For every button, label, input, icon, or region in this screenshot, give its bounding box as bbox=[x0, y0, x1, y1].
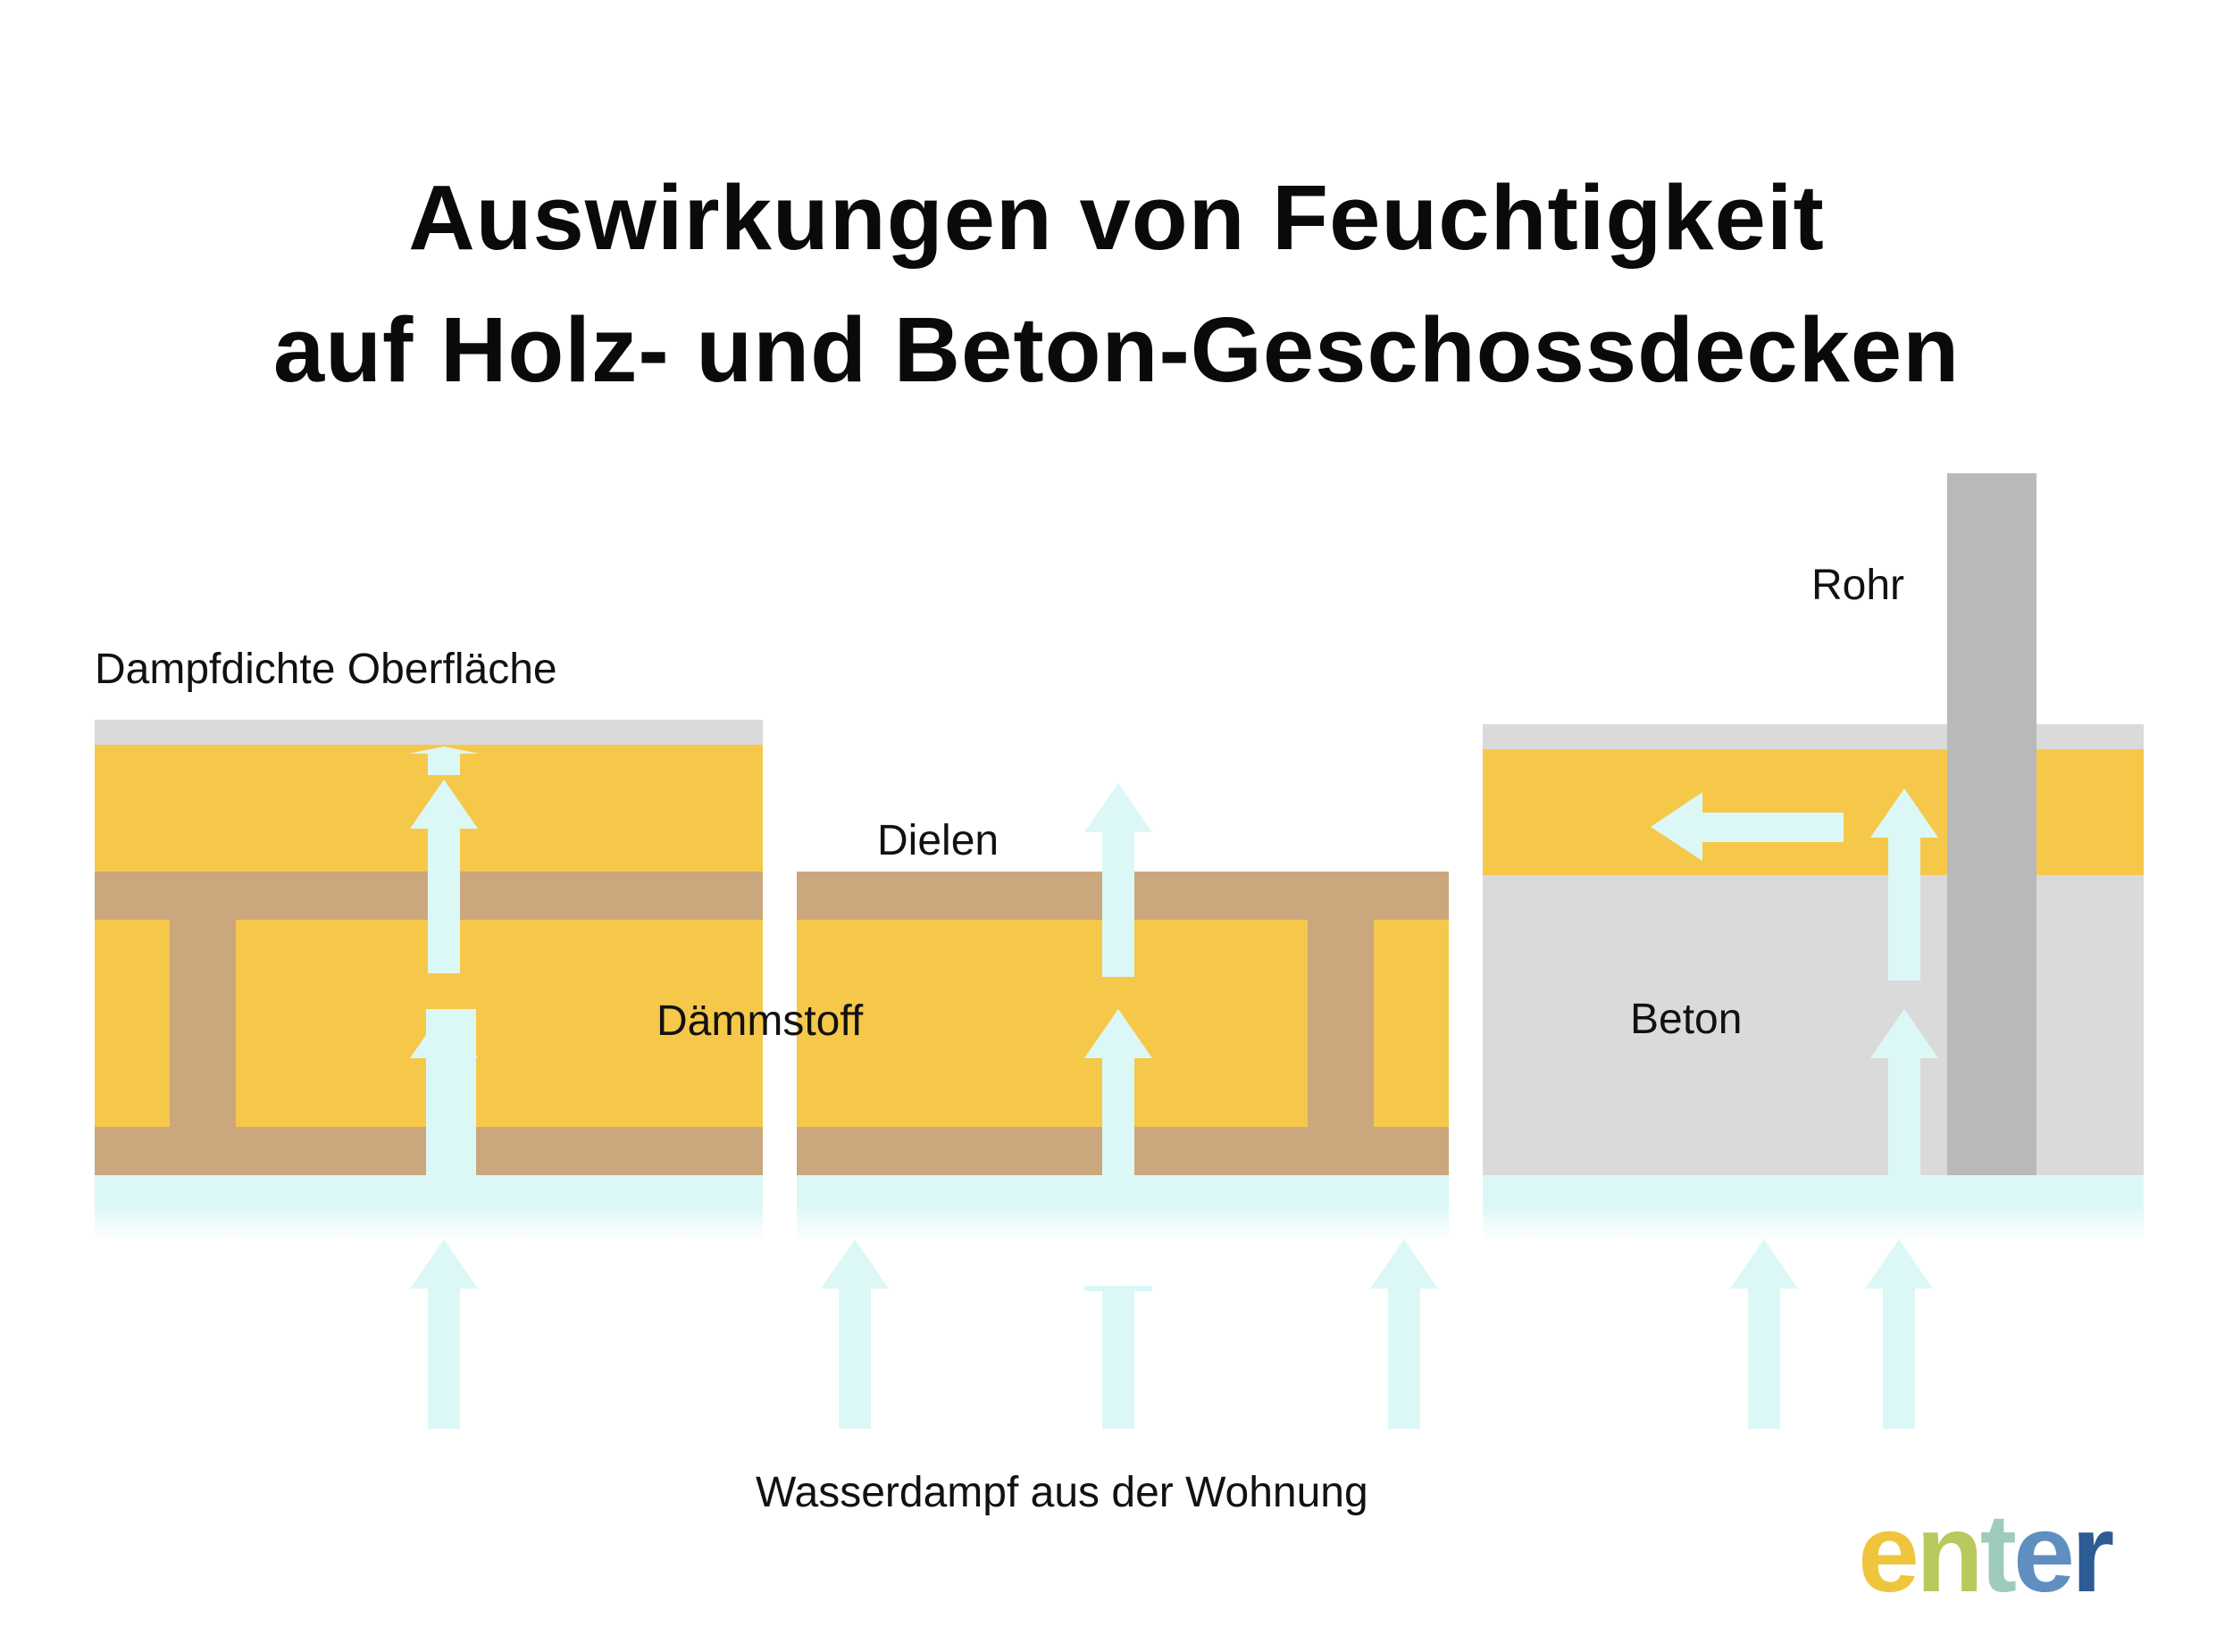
arrow-up-icon bbox=[1730, 1239, 1798, 1429]
label-concrete: Beton bbox=[1630, 996, 1743, 1043]
arrow-up-icon bbox=[1084, 783, 1152, 977]
label-water-vapor: Wasserdampf aus der Wohnung bbox=[756, 1469, 1368, 1516]
arrow-stub-icon bbox=[1084, 1286, 1152, 1429]
pipe bbox=[1947, 473, 2036, 1175]
concrete-ceiling bbox=[1483, 473, 2144, 1241]
arrow-up-stub-icon bbox=[408, 747, 480, 775]
arrow-up-icon bbox=[1084, 1009, 1152, 1175]
arrow-up-icon bbox=[1865, 1239, 1933, 1429]
vapor-layer bbox=[95, 1175, 763, 1241]
vapor-arrows bbox=[408, 747, 1938, 1429]
logo-letter: e bbox=[1858, 1492, 1919, 1615]
label-insulation: Dämmstoff bbox=[657, 997, 864, 1045]
arrow-up-icon bbox=[410, 780, 478, 973]
timber-beam bbox=[170, 920, 236, 1127]
top-surface-layer bbox=[1483, 724, 2144, 749]
screed-insulation-layer bbox=[1483, 749, 2144, 875]
label-vapor-tight-surface: Dampfdichte Oberfläche bbox=[95, 646, 557, 693]
timber-beam bbox=[1308, 920, 1374, 1127]
arrow-up-icon bbox=[1870, 1009, 1938, 1175]
logo-letter: t bbox=[1979, 1492, 2017, 1615]
logo-letter: n bbox=[1915, 1492, 1984, 1615]
title-line-1: Auswirkungen von Feuchtigkeit bbox=[408, 166, 1825, 269]
arrow-left-icon bbox=[1651, 792, 1844, 861]
vapor-layer bbox=[1483, 1175, 2144, 1241]
arrow-up-icon bbox=[410, 1239, 478, 1429]
label-floorboards: Dielen bbox=[877, 817, 999, 864]
logo-letter: e bbox=[2013, 1492, 2075, 1615]
title-line-2: auf Holz- und Beton-Geschossdecken bbox=[272, 298, 1961, 401]
arrow-up-icon bbox=[821, 1239, 889, 1429]
page-title: Auswirkungen von Feuchtigkeit auf Holz- … bbox=[0, 152, 2233, 416]
vapor-layer bbox=[797, 1175, 1449, 1241]
concrete-slab bbox=[1483, 875, 2144, 1175]
arrow-up-icon bbox=[1870, 788, 1938, 980]
arrow-up-icon bbox=[410, 1009, 478, 1175]
vapor-tight-surface-layer bbox=[95, 720, 763, 745]
enter-logo: enter bbox=[1858, 1491, 2114, 1616]
arrow-up-icon bbox=[1370, 1239, 1438, 1429]
logo-letter: r bbox=[2070, 1492, 2114, 1615]
label-pipe: Rohr bbox=[1811, 562, 1905, 609]
